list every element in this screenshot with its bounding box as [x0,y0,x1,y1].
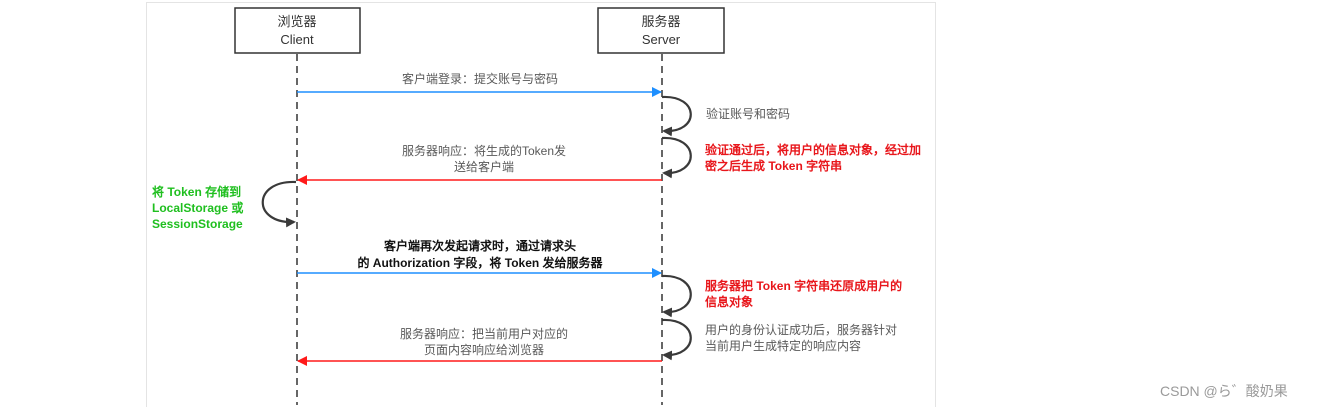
verify-note: 验证账号和密码 [706,106,790,121]
client-name-en: Client [280,32,314,47]
generate-note-line1: 验证通过后，将用户的信息对象，经过加 [705,142,921,157]
auth-note-line1: 用户的身份认证成功后，服务器针对 [705,322,897,337]
response1-label-line1: 服务器响应：将生成的Token发 [402,143,566,158]
generate-loop [661,136,692,179]
store-note-line1: 将 Token 存储到 [152,184,241,199]
store-note-line3: SessionStorage [152,217,243,231]
restore-loop [661,274,692,318]
client-participant: 浏览器 Client [234,7,361,54]
verify-loop [661,95,692,137]
request2-label-line2: 的 Authorization 字段，将 Token 发给服务器 [357,255,603,270]
response1-label-line2: 送给客户端 [454,159,514,174]
diagram-frame [146,2,936,407]
auth-loop [661,318,692,361]
server-name-cn: 服务器 [641,14,680,29]
store-loop [261,180,297,228]
server-name-en: Server [642,32,681,47]
csdn-watermark: CSDN @ら゛酸奶果 [1160,383,1288,399]
response2-label-line2: 页面内容响应给浏览器 [424,342,544,357]
login-label: 客户端登录：提交账号与密码 [402,71,558,86]
generate-note-line2: 密之后生成 Token 字符串 [705,158,842,173]
auth-note-line2: 当前用户生成特定的响应内容 [705,338,861,353]
response2-label-line1: 服务器响应：把当前用户对应的 [400,326,568,341]
server-participant: 服务器 Server [597,7,725,54]
client-name-cn: 浏览器 [277,14,316,29]
request2-label-line1: 客户端再次发起请求时，通过请求头 [383,238,576,253]
store-note-line2: LocalStorage 或 [152,200,243,215]
restore-note-line2: 信息对象 [705,294,753,309]
restore-note-line1: 服务器把 Token 字符串还原成用户的 [705,278,902,293]
